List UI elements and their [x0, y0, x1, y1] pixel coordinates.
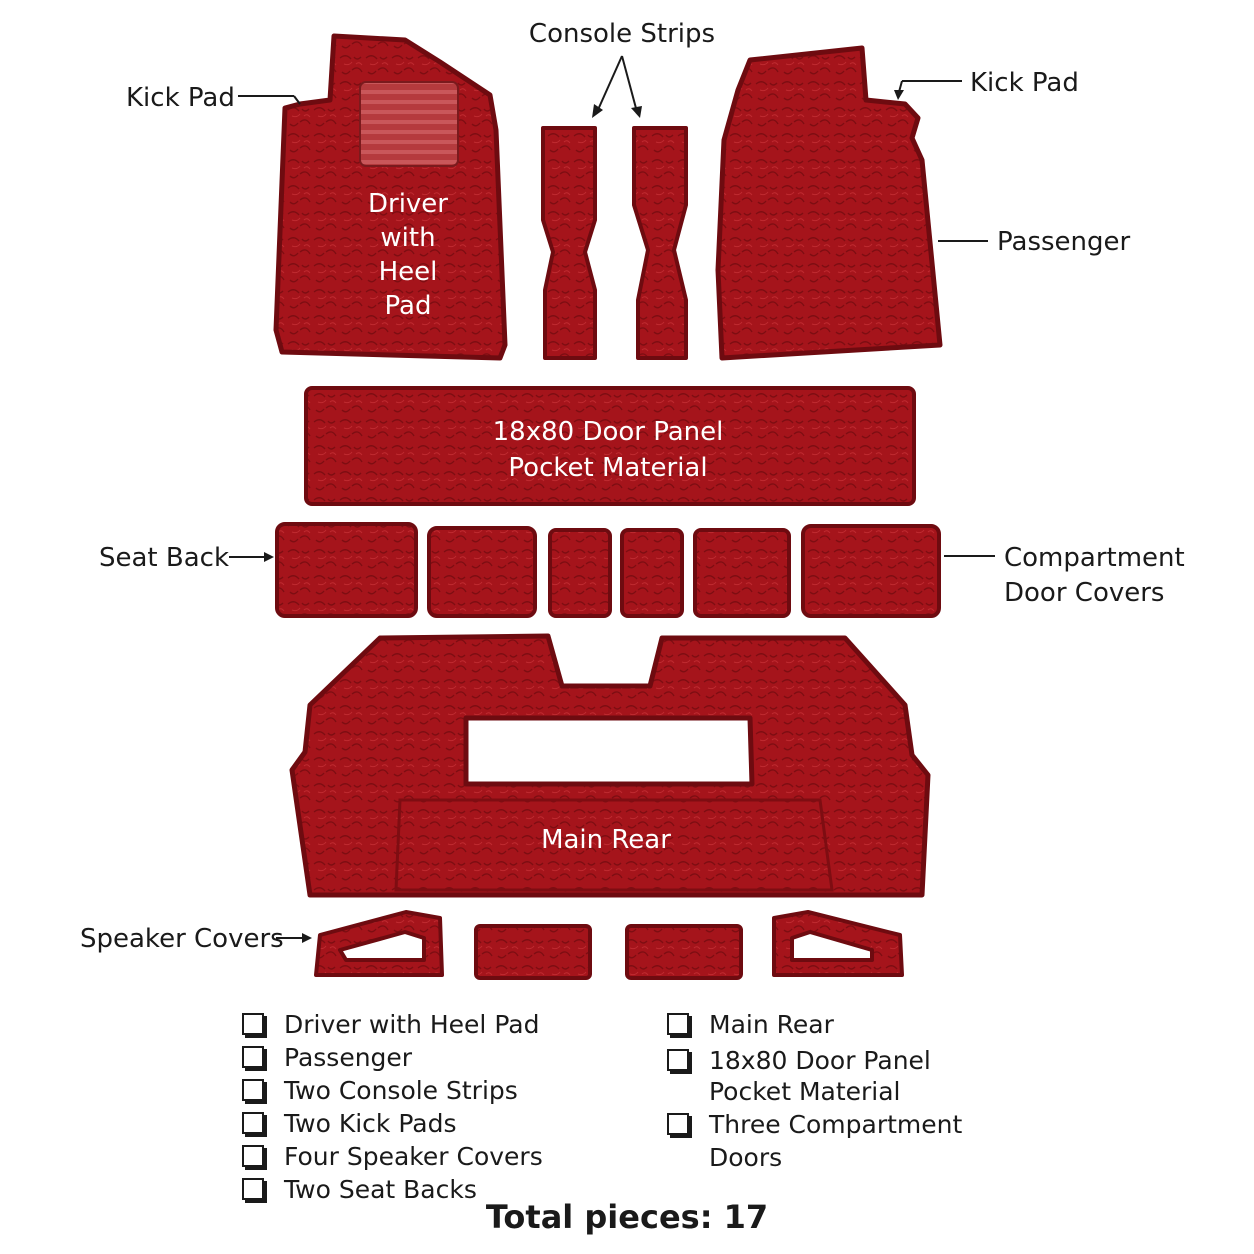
- checkbox-icon[interactable]: [242, 1112, 264, 1134]
- compartment-cover: [620, 528, 684, 618]
- driver-label-1: Driver: [368, 189, 448, 219]
- console-arrow-left: [596, 55, 623, 113]
- speaker-cover: [625, 924, 743, 980]
- driver-label-3: Heel: [379, 257, 438, 287]
- speaker-cover: [474, 924, 592, 980]
- compartment-cover: [693, 528, 791, 618]
- checkbox-icon[interactable]: [242, 1046, 264, 1068]
- checkbox-icon[interactable]: [667, 1013, 689, 1035]
- console-arrow-right: [621, 55, 638, 113]
- total-pieces: Total pieces: 17: [485, 1198, 769, 1236]
- checkbox-icon[interactable]: [667, 1113, 689, 1135]
- door-panel-label-1: 18x80 Door Panel: [493, 417, 724, 447]
- main-rear-ridge: [394, 798, 834, 892]
- main-rear-label: Main Rear: [541, 825, 671, 855]
- seat-back-piece: [427, 526, 537, 618]
- checkbox-icon[interactable]: [242, 1178, 264, 1200]
- heel-pad: [359, 81, 459, 167]
- door-panel-mat: [304, 386, 916, 506]
- kick-pad-left-leader: [293, 95, 301, 105]
- passenger-label: Passenger: [997, 227, 1131, 257]
- driver-label-2: with: [380, 223, 435, 253]
- console-arrow-right-head: [631, 106, 642, 118]
- compartment-label-2: Door Covers: [1004, 578, 1164, 608]
- compartment-cover: [548, 528, 612, 618]
- seat-back-label: Seat Back: [99, 543, 229, 573]
- compartment-label-1: Compartment: [1004, 543, 1185, 573]
- kick-pad-right-arrow-head: [894, 90, 904, 100]
- speaker-covers-label: Speaker Covers: [80, 924, 284, 954]
- speaker-cover: [314, 910, 444, 977]
- console-strip-left: [541, 126, 597, 360]
- seat-back-arrow-head: [264, 552, 274, 562]
- kick-pad-left-label: Kick Pad: [126, 83, 235, 113]
- compartment-cover: [801, 524, 941, 618]
- console-arrow-left-head: [592, 104, 603, 118]
- door-panel-label-2: Pocket Material: [508, 453, 707, 483]
- checkbox-icon[interactable]: [242, 1013, 264, 1035]
- checkbox-icon[interactable]: [242, 1145, 264, 1167]
- checkbox-icon[interactable]: [667, 1049, 689, 1071]
- passenger-mat: [715, 45, 943, 361]
- kick-pad-right-label: Kick Pad: [970, 68, 1079, 98]
- main-rear-mat: [289, 633, 931, 898]
- speaker-covers-arrow-head: [302, 933, 312, 943]
- checkbox-icon[interactable]: [242, 1079, 264, 1101]
- seat-back-piece: [275, 522, 418, 618]
- speaker-cover: [772, 910, 904, 977]
- console-strips-label: Console Strips: [529, 19, 715, 49]
- driver-label-4: Pad: [385, 291, 432, 321]
- console-strip-right: [632, 126, 688, 360]
